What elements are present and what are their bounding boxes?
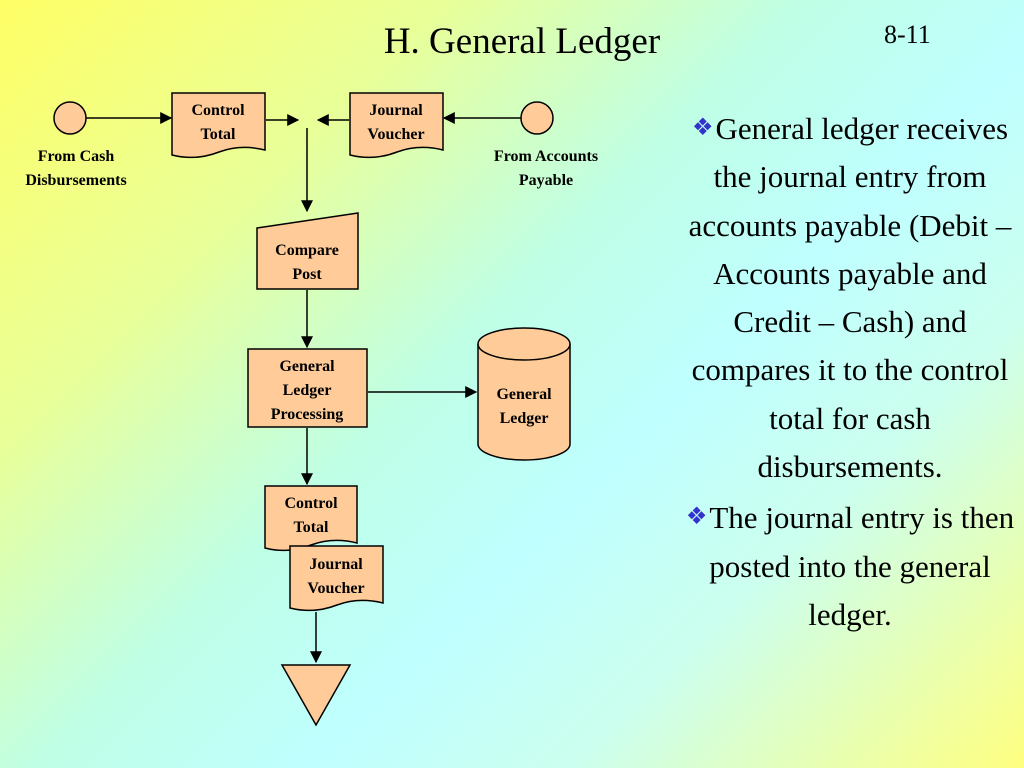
process-line-3: Processing [271,406,344,423]
source-circle-left [53,101,87,135]
process-box [247,348,368,428]
cylinder-body [477,344,571,461]
document-label-line-2: Voucher [367,126,424,143]
slide-title: H. General Ledger [383,21,661,62]
source-left-line-1: From Cash [38,148,115,165]
source-circle-right [520,101,554,135]
bullet-item: ❖The journal entry is then posted into t… [680,493,1020,639]
document-control-total-input: Control Total [171,92,266,159]
bullet-text: The journal entry is then posted into th… [709,500,1015,632]
offline-file-triangle [280,664,352,727]
bullet-list: ❖General ledger receives the journal ent… [680,104,1020,641]
cylinder-top [477,327,571,361]
source-accounts-payable: From Accounts Payable [494,101,598,189]
document-label-line-1: Control [191,102,245,119]
manual-input-shape [256,212,359,290]
document-label-line-2: Total [294,519,330,536]
process-line-2: Ledger [283,382,332,399]
document-shape [171,92,266,159]
document-label-line-1: Journal [309,556,363,573]
source-left-line-2: Disbursements [25,172,126,189]
process-general-ledger: General Ledger Processing [247,348,368,428]
bullet-item: ❖General ledger receives the journal ent… [680,104,1020,491]
compare-post-line-1: Compare [275,242,339,259]
source-right-line-2: Payable [519,172,573,189]
source-right-line-1: From Accounts [494,148,598,165]
process-line-1: General [279,358,335,375]
compare-post-line-2: Post [292,266,322,283]
bullet-text: General ledger receives the journal entr… [688,111,1012,485]
slide-number: 8-11 [884,20,931,49]
document-control-total-output: Control Total [264,485,358,552]
document-shape [264,485,358,552]
file-general-ledger: General Ledger [477,327,571,461]
document-shape [349,92,444,159]
document-journal-voucher-input: Journal Voucher [349,92,444,159]
source-cash-disbursements: From Cash Disbursements [25,101,127,189]
document-label-line-1: Control [284,495,338,512]
document-label-line-2: Voucher [307,580,364,597]
document-shape [289,545,384,612]
document-label-line-1: Journal [369,102,423,119]
ledger-line-1: General [496,386,552,403]
document-journal-voucher-output: Journal Voucher [289,545,384,612]
diamond-bullet-icon: ❖ [685,504,708,531]
manual-compare-post: Compare Post [256,212,359,290]
document-label-line-2: Total [201,126,237,143]
diamond-bullet-icon: ❖ [691,115,714,141]
ledger-line-2: Ledger [500,410,549,427]
